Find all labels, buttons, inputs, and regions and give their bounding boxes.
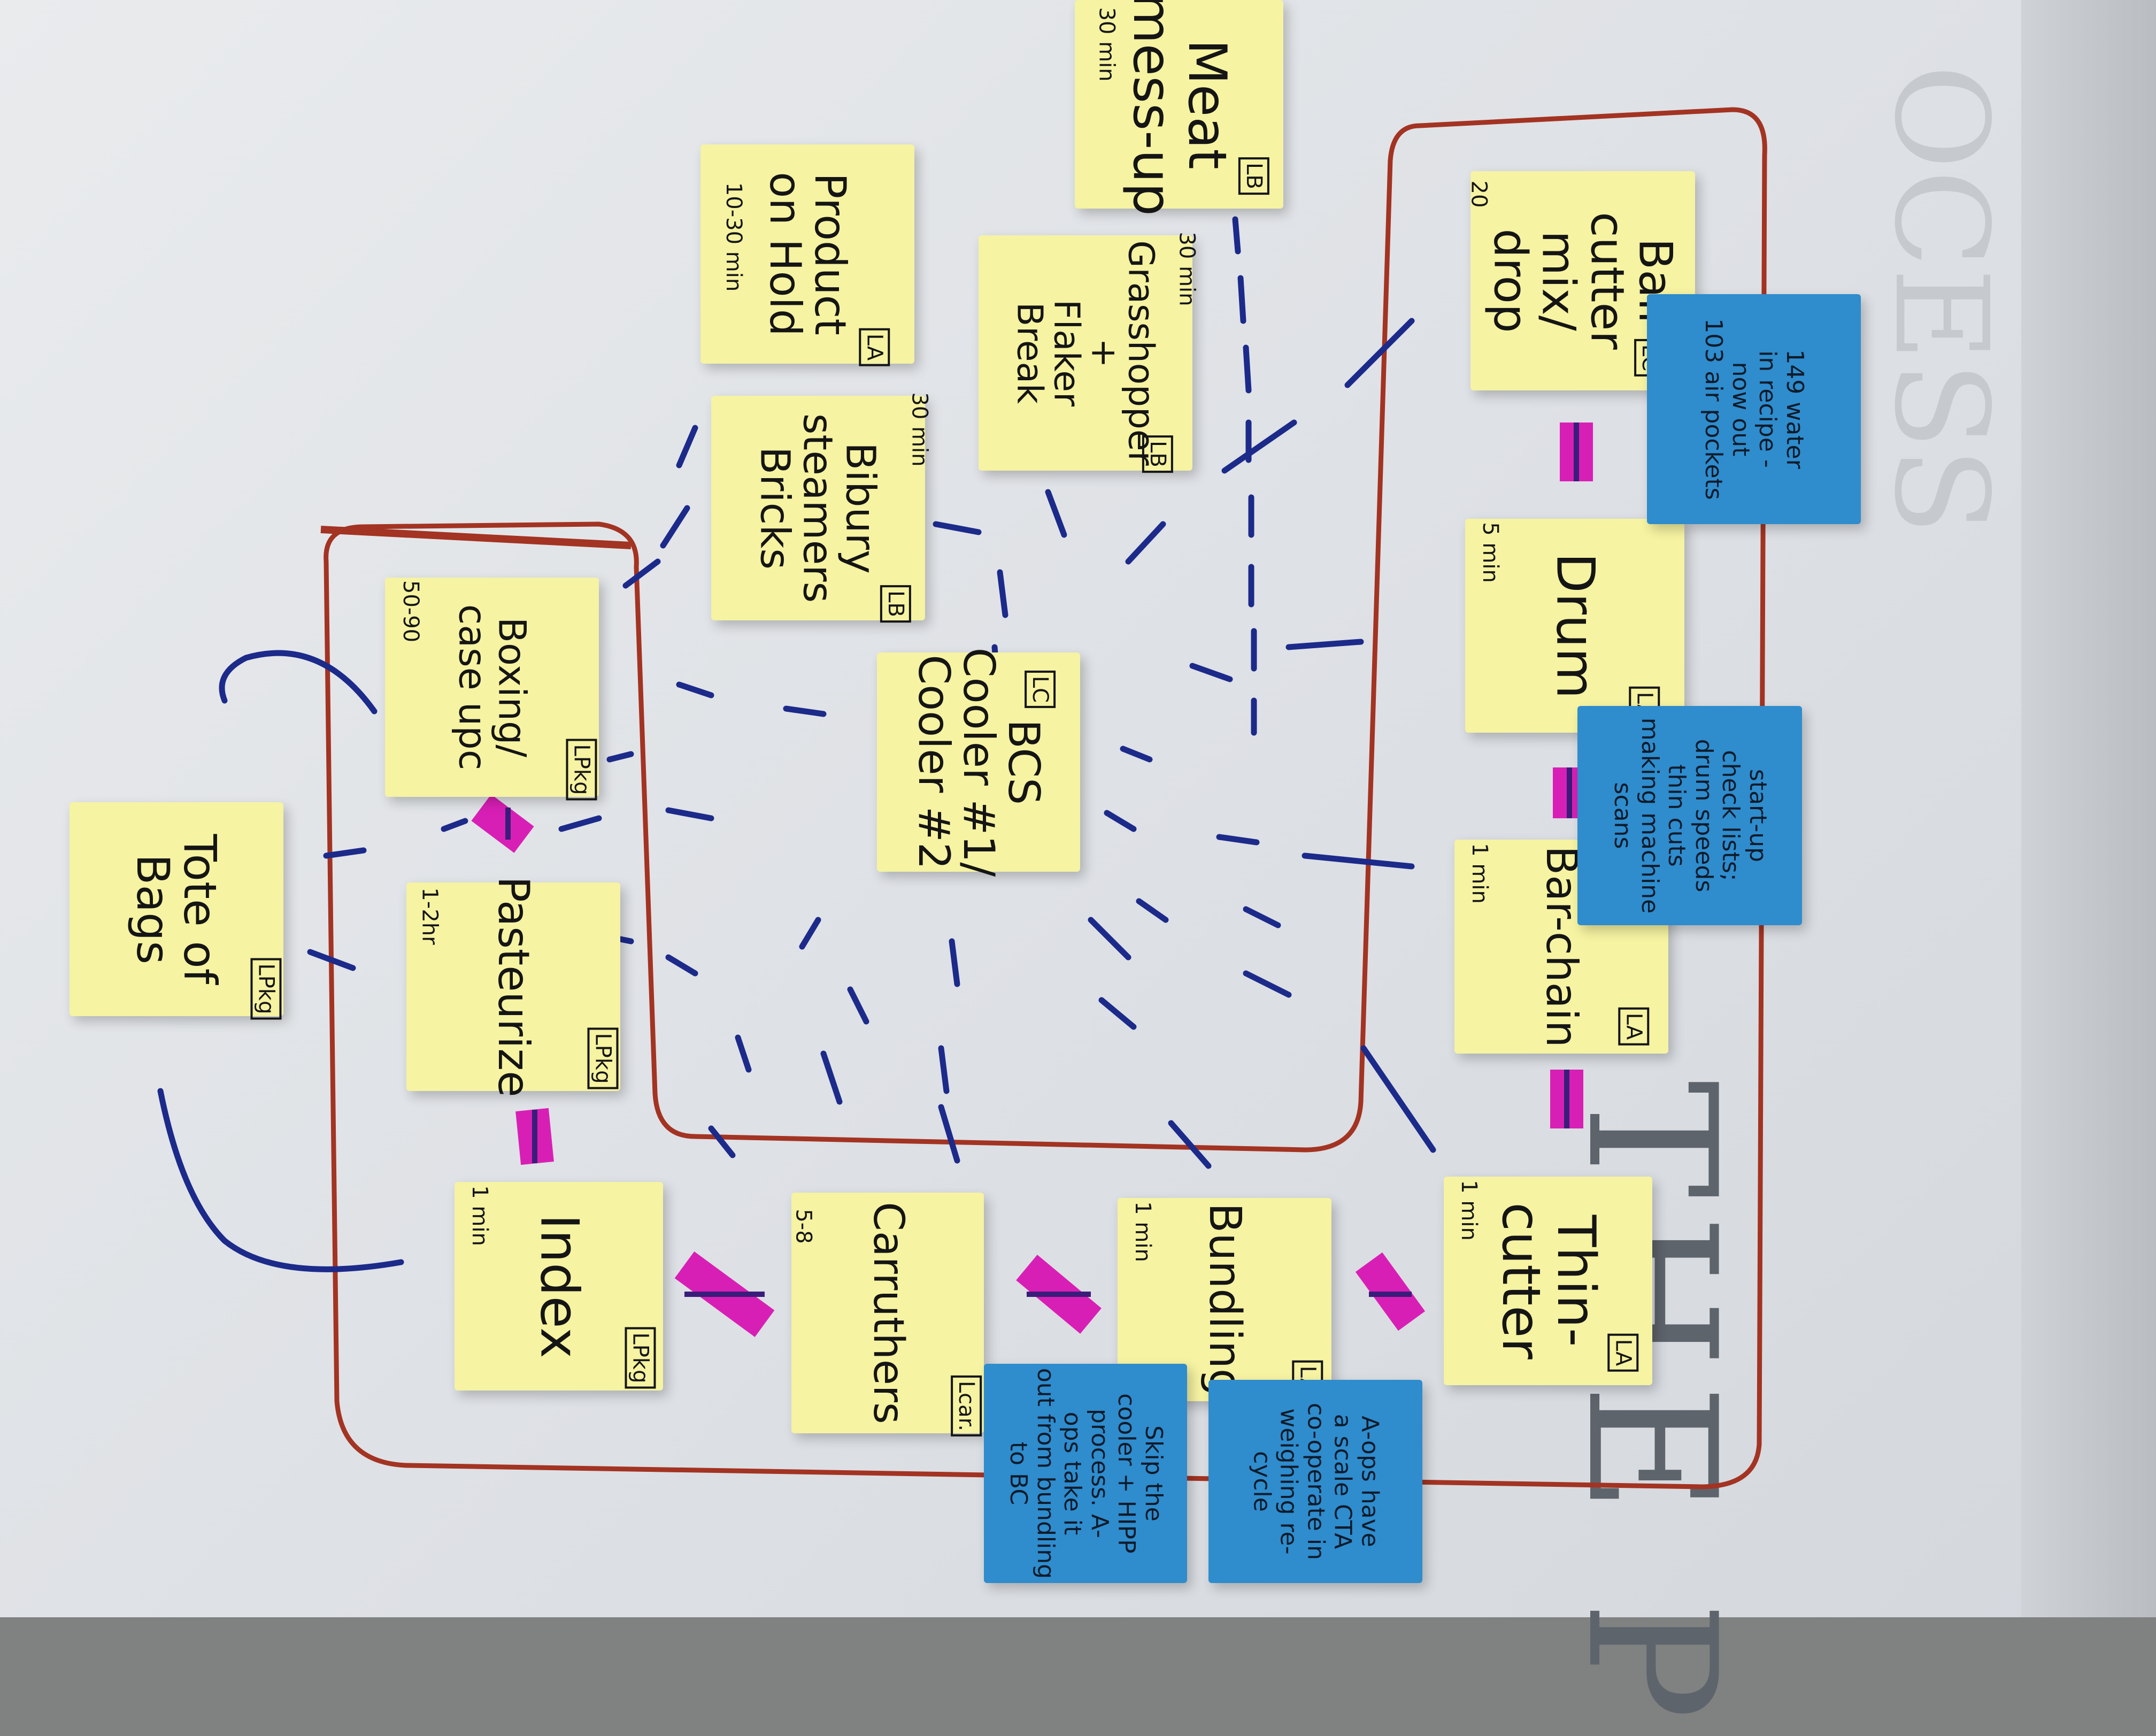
note-tote-of-bags-tag: LPkg	[250, 958, 282, 1020]
marker-center-lines	[505, 423, 1579, 1297]
drawing-overlay	[157, 107, 1767, 1489]
note-bibury-steamers-text: Bibury steamers Bricks	[752, 413, 885, 603]
note-ball-cutter-time: 20	[1466, 180, 1491, 208]
note-bibury-steamers: Bibury steamers Bricks LB 30 min	[711, 392, 932, 623]
note-pasteurize-time: 1-2hr	[417, 887, 442, 945]
note-meat-mess-up-time: 30 min	[1094, 7, 1119, 82]
note-grasshopper-time: 30 min	[1174, 232, 1199, 306]
note-pasteurize-text: Pasteurize	[489, 876, 538, 1097]
note-drum-text: Drum	[1544, 552, 1606, 699]
note-aops-scale: A-ops have a scale CTA co-operate in wei…	[1208, 1380, 1422, 1583]
outer-process-boundary	[324, 107, 1767, 1489]
note-bar-chain-tag: LA	[1618, 1007, 1650, 1046]
note-boxing-time: 50-90	[398, 580, 424, 643]
note-meat-mess-up-text: Meat mess-up	[1121, 0, 1237, 216]
note-water-recipe: 149 water in recipe - now out 103 air po…	[1647, 294, 1861, 524]
note-meat-mess-up: Meat mess-up LB 30 min	[1075, 0, 1283, 216]
note-bibury-steamers-time: 30 min	[907, 392, 932, 467]
inner-wrap-boundary	[320, 526, 632, 549]
note-thin-cutter-text: Thin- cutter	[1490, 1202, 1606, 1359]
note-index-time: 1 min	[467, 1185, 492, 1246]
note-bibury-steamers-tag: LB	[880, 585, 911, 623]
note-product-on-hold: Product on Hold LA 10-30 min	[700, 144, 914, 366]
note-pasteurize: Pasteurize LPkg 1-2hr	[406, 877, 620, 1097]
note-pasteurize-tag: LPkg	[587, 1027, 619, 1089]
note-carruthers-time: 5-8	[791, 1209, 816, 1244]
note-index-text: Index	[528, 1214, 590, 1358]
note-tote-of-bags: Tote of Bags LPkg	[70, 802, 283, 1020]
note-grasshopper-text: Grasshopper + Flaker Break	[1009, 240, 1162, 466]
note-aops-scale-text: A-ops have a scale CTA co-operate in wei…	[1248, 1402, 1384, 1561]
note-product-on-hold-tag: LA	[859, 328, 890, 366]
note-grasshopper: Grasshopper + Flaker Break LB 30 min	[979, 232, 1199, 473]
note-carruthers-text: Carruthers	[864, 1202, 912, 1424]
note-startup-checklists: start-up check lists; drum speeds thin c…	[1577, 706, 1802, 925]
note-startup-checklists-text: start-up check lists; drum speeds thin c…	[1608, 717, 1772, 914]
note-meat-mess-up-tag: LB	[1238, 157, 1269, 195]
note-bundling-time: 1 min	[1130, 1201, 1155, 1262]
note-skip-cooler: Skip the cooler + HIPP process. A- ops t…	[984, 1364, 1187, 1583]
note-index: Index LPkg 1 min	[455, 1182, 663, 1391]
note-boxing-tag: LPkg	[566, 739, 597, 801]
note-tote-of-bags-text: Tote of Bags	[127, 834, 227, 985]
note-bar-chain-time: 1 min	[1467, 843, 1492, 904]
note-skip-cooler-text: Skip the cooler + HIPP process. A- ops t…	[1004, 1368, 1167, 1579]
note-bcs-cooler: BCS Cooler #1/ Cooler #2 LC	[877, 648, 1080, 877]
note-grasshopper-tag: LB	[1142, 435, 1173, 473]
note-water-recipe-text: 149 water in recipe - now out 103 air po…	[1700, 318, 1809, 500]
note-carruthers: Carruthers Lcar. 5-8	[791, 1193, 984, 1437]
note-product-on-hold-text: Product on Hold	[760, 172, 855, 336]
note-product-on-hold-time: 10-30 min	[721, 182, 746, 292]
note-thin-cutter-time: 1 min	[1456, 1180, 1481, 1241]
note-boxing: Boxing/ case upc LPkg 50-90	[385, 578, 599, 801]
note-drum: Drum LA 5 min	[1465, 519, 1684, 733]
note-bundling-text: Bundling	[1199, 1203, 1251, 1396]
note-drum-time: 5 min	[1477, 522, 1503, 583]
note-bcs-cooler-tag: LC	[1025, 670, 1056, 709]
note-thin-cutter: Thin- cutter LA 1 min	[1444, 1177, 1652, 1385]
note-boxing-text: Boxing/ case upc	[451, 604, 534, 771]
connector-lines	[157, 216, 1436, 1272]
note-carruthers-tag: Lcar.	[951, 1375, 982, 1437]
note-thin-cutter-tag: LA	[1607, 1333, 1639, 1372]
paper-edge	[2021, 0, 2156, 1617]
note-index-tag: LPkg	[625, 1327, 656, 1389]
